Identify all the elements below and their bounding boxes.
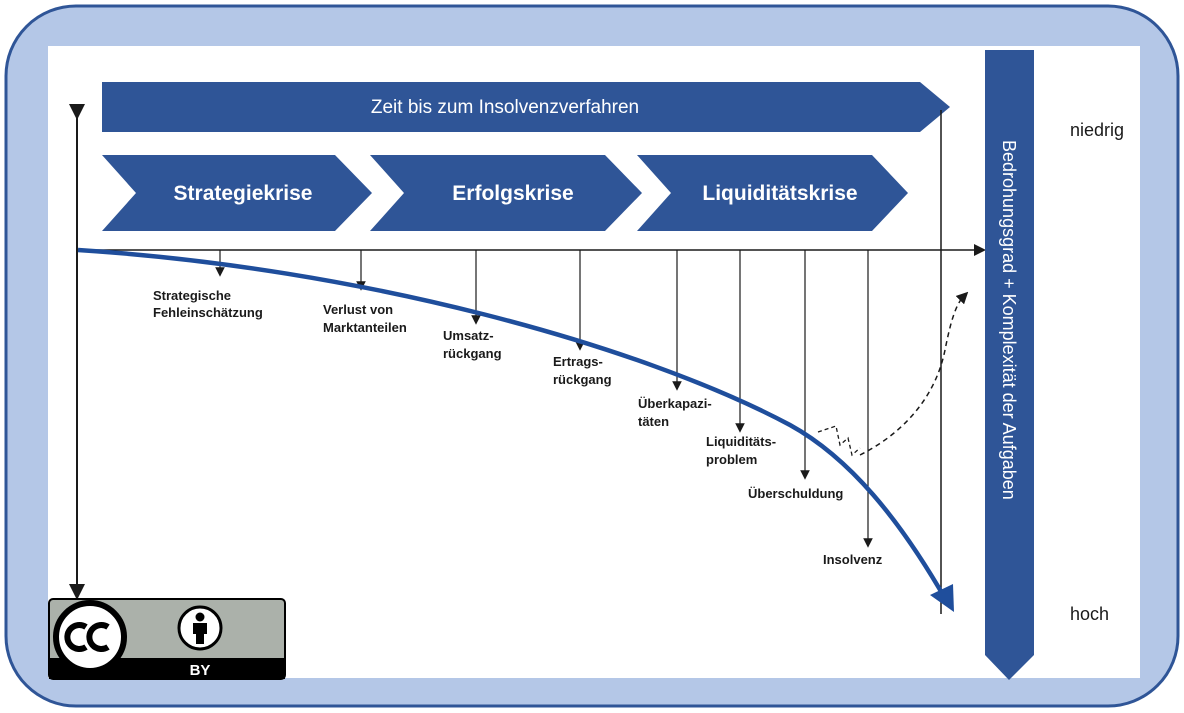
event-label: rückgang <box>443 346 502 361</box>
event-label: Verlust von <box>323 302 393 317</box>
crisis-curve <box>77 247 948 602</box>
event-label: Marktanteilen <box>323 320 407 335</box>
event-label: Umsatz- <box>443 328 494 343</box>
recovery-attempts-path <box>817 425 861 457</box>
phase-label-liquiditaetskrise: Liquiditätskrise <box>702 182 857 205</box>
phase-label-erfolgskrise: Erfolgskrise <box>452 182 573 205</box>
threat-level-arrow <box>985 50 1034 680</box>
threat-level-label: Bedrohungsgrad + Komplexität der Aufgabe… <box>999 140 1019 500</box>
timeline-label: Zeit bis zum Insolvenzverfahren <box>371 97 639 118</box>
event-label: täten <box>638 414 669 429</box>
threat-level-high-label: hoch <box>1070 604 1109 624</box>
event-label: Insolvenz <box>823 552 883 567</box>
event-label: Überkapazi- <box>638 396 712 411</box>
event-label: Fehleinschätzung <box>153 305 263 320</box>
creative-commons-icon <box>53 600 127 674</box>
license-badge-label: BY <box>190 662 211 679</box>
threat-level-low-label: niedrig <box>1070 120 1124 140</box>
phase-chevron-liquiditaetskrise <box>637 155 908 231</box>
event-label: problem <box>706 452 757 467</box>
phase-label-strategiekrise: Strategiekrise <box>174 182 313 205</box>
event-label: Überschuldung <box>748 486 843 501</box>
attribution-person-icon <box>177 605 223 651</box>
cc-by-license-badge[interactable]: BY <box>48 598 286 680</box>
phase-chevron-strategiekrise <box>102 155 372 231</box>
event-label: Liquiditäts- <box>706 434 776 449</box>
event-label: Ertrags- <box>553 354 603 369</box>
timeline-banner <box>102 82 950 132</box>
event-label: rückgang <box>553 372 612 387</box>
event-label: Strategische <box>153 288 231 303</box>
diagram-canvas <box>48 46 1140 678</box>
crisis-curve-arrowhead <box>930 584 954 612</box>
phase-chevron-erfolgskrise <box>370 155 642 231</box>
